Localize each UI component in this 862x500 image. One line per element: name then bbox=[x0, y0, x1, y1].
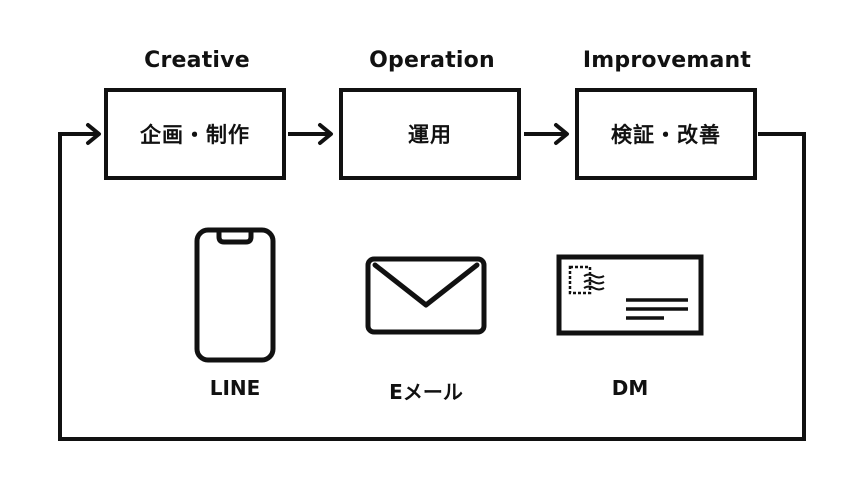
arrowhead-1 bbox=[318, 123, 333, 145]
stage-title-improvement: Improvemant bbox=[582, 48, 752, 73]
postcard-icon bbox=[556, 254, 704, 336]
stage-title-creative: Creative bbox=[144, 48, 250, 73]
stage-label-creative: 企画・制作 bbox=[140, 123, 250, 147]
stage-label-improvement: 検証・改善 bbox=[611, 123, 721, 147]
envelope-icon bbox=[365, 256, 487, 335]
channel-label-email: Eメール bbox=[389, 380, 463, 404]
stage-label-operation: 運用 bbox=[408, 123, 452, 147]
stage-box-creative: 企画・制作 bbox=[104, 88, 286, 180]
stage-title-operation: Operation bbox=[369, 48, 495, 73]
arrowhead-2 bbox=[554, 123, 569, 145]
stage-box-operation: 運用 bbox=[339, 88, 521, 180]
channel-label-dm: DM bbox=[611, 376, 649, 400]
channel-label-line: LINE bbox=[209, 376, 261, 400]
smartphone-icon bbox=[194, 227, 276, 363]
stage-box-improvement: 検証・改善 bbox=[575, 88, 757, 180]
feedback-loop-line bbox=[58, 132, 806, 441]
loop-arrowhead bbox=[86, 123, 101, 145]
